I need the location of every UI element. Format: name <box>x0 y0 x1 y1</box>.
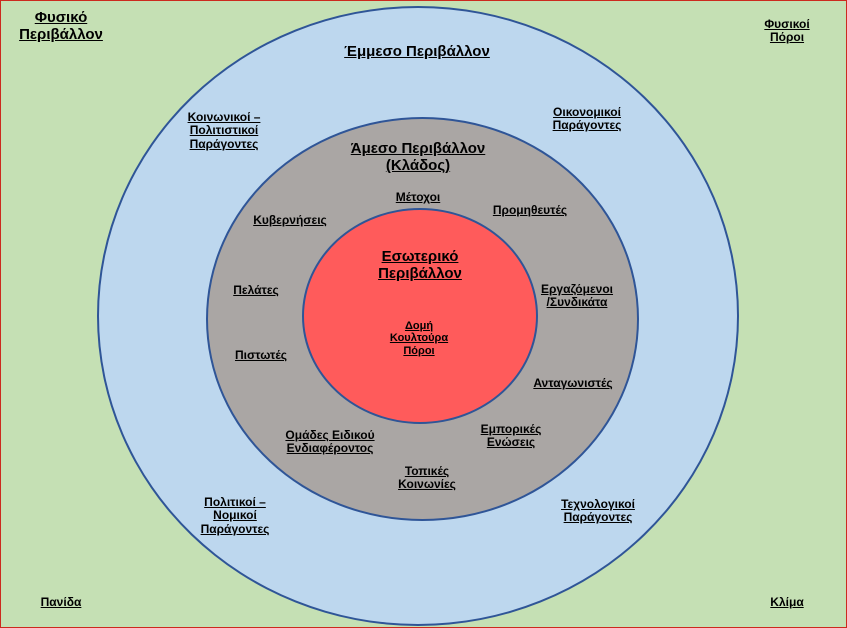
direct-environment-title: Άμεσο Περιβάλλον (Κλάδος) <box>350 140 486 175</box>
label-customers: Πελάτες <box>233 283 279 297</box>
label-interest-groups: Ομάδες Ειδικού Ενδιαφέροντος <box>285 428 375 456</box>
label-natural-resources: Φυσικοί Πόροι <box>764 17 810 45</box>
label-shareholders: Μέτοχοι <box>395 190 441 204</box>
label-employees-unions: Εργαζόμενοι /Συνδικάτα <box>540 282 614 310</box>
label-local-communities: Τοπικές Κοινωνίες <box>398 464 456 492</box>
indirect-environment-title: Έμμεσο Περιβάλλον <box>344 43 490 60</box>
internal-environment-circle <box>302 208 538 424</box>
label-technological-factors: Τεχνολογικοί Παράγοντες <box>561 497 635 525</box>
physical-environment-title: Φυσικό Περιβάλλον <box>19 9 103 44</box>
label-climate: Κλίμα <box>770 595 804 609</box>
label-suppliers: Προμηθευτές <box>492 203 568 217</box>
label-creditors: Πιστωτές <box>234 348 288 362</box>
label-social-cultural-factors: Κοινωνικοί – Πολιτιστικοί Παράγοντες <box>187 110 261 151</box>
label-fauna: Πανίδα <box>40 595 82 609</box>
label-political-legal-factors: Πολιτικοί – Νομικοί Παράγοντες <box>200 495 270 536</box>
label-governments: Κυβερνήσεις <box>253 213 327 227</box>
label-competitors: Ανταγωνιστές <box>533 376 613 390</box>
internal-elements: Δομή Κουλτούρα Πόροι <box>389 320 449 357</box>
label-trade-unions: Εμπορικές Ενώσεις <box>480 422 542 450</box>
internal-environment-title: Εσωτερικό Περιβάλλον <box>378 248 462 283</box>
label-economic-factors: Οικονομικοί Παράγοντες <box>552 105 622 133</box>
